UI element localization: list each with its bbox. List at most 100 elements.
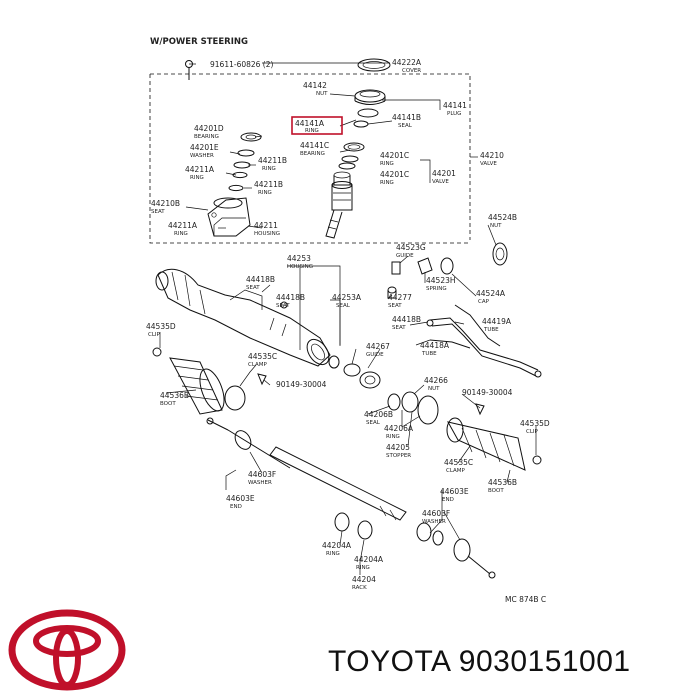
valve-assembly (325, 58, 391, 239)
svg-text:91611-60826 (2): 91611-60826 (2) (210, 60, 274, 69)
rack-and-tie-rods (206, 417, 496, 579)
svg-text:CLIP: CLIP (526, 429, 539, 435)
svg-text:RING: RING (174, 231, 188, 237)
svg-text:VALVE: VALVE (432, 179, 449, 185)
svg-text:44204A: 44204A (354, 555, 384, 564)
svg-text:44267: 44267 (366, 342, 390, 351)
part-caption: TOYOTA 9030151001 (328, 645, 631, 679)
valve-group-frame (149, 73, 471, 244)
svg-text:SEAT: SEAT (151, 209, 165, 215)
svg-text:44141: 44141 (443, 101, 467, 110)
svg-text:44253: 44253 (287, 254, 311, 263)
svg-text:44205: 44205 (386, 443, 410, 452)
svg-text:RING: RING (380, 161, 394, 167)
svg-text:44523G: 44523G (396, 243, 426, 252)
svg-text:CLAMP: CLAMP (248, 362, 268, 368)
svg-text:44141C: 44141C (300, 141, 329, 150)
svg-text:44535C: 44535C (248, 352, 277, 361)
svg-text:90149-30004: 90149-30004 (276, 380, 327, 389)
svg-text:44204: 44204 (352, 575, 376, 584)
svg-text:44211A: 44211A (168, 221, 198, 230)
svg-text:44277: 44277 (388, 293, 412, 302)
feed-tubes (426, 304, 542, 378)
svg-text:BEARING: BEARING (300, 151, 325, 157)
svg-text:BEARING: BEARING (194, 134, 219, 140)
svg-text:SEAT: SEAT (388, 303, 402, 309)
svg-text:44211A: 44211A (185, 165, 215, 174)
svg-text:CAP: CAP (478, 299, 490, 305)
diagram-code: MC 874B C (505, 595, 546, 604)
svg-text:44142: 44142 (303, 81, 327, 90)
svg-text:44524A: 44524A (476, 289, 506, 298)
svg-text:44222A: 44222A (392, 58, 422, 67)
svg-text:TUBE: TUBE (483, 327, 499, 333)
svg-text:RING: RING (356, 565, 370, 571)
svg-text:44603E: 44603E (226, 494, 255, 503)
svg-text:44535D: 44535D (520, 419, 550, 428)
svg-text:44523H: 44523H (426, 276, 456, 285)
bolt (185, 60, 193, 80)
svg-text:WASHER: WASHER (248, 480, 272, 486)
svg-text:44201: 44201 (432, 169, 456, 178)
brand-name: TOYOTA (328, 645, 450, 678)
svg-text:WASHER: WASHER (190, 153, 214, 159)
svg-text:44535C: 44535C (444, 458, 473, 467)
svg-text:VALVE: VALVE (480, 161, 497, 167)
svg-text:SEAT: SEAT (246, 285, 260, 291)
svg-text:44211B: 44211B (258, 156, 287, 165)
svg-text:44201C: 44201C (380, 170, 409, 179)
svg-text:44419A: 44419A (482, 317, 512, 326)
svg-text:44603F: 44603F (422, 509, 450, 518)
svg-text:44210B: 44210B (151, 199, 180, 208)
part-label part-label-highlighted: 44141ARING (295, 119, 325, 134)
svg-text:44206A: 44206A (384, 424, 414, 433)
leader-lines (159, 62, 537, 575)
svg-text:44211B: 44211B (254, 180, 283, 189)
svg-text:CLIP: CLIP (148, 332, 161, 338)
part-number: 9030151001 (458, 645, 631, 678)
svg-text:44206B: 44206B (364, 410, 393, 419)
svg-text:SEAT: SEAT (276, 303, 290, 309)
svg-text:BOOT: BOOT (488, 488, 504, 494)
svg-text:44603F: 44603F (248, 470, 276, 479)
svg-text:CLAMP: CLAMP (446, 468, 466, 474)
svg-text:44418B: 44418B (392, 315, 421, 324)
svg-text:GUIDE: GUIDE (396, 253, 414, 259)
svg-text:44201C: 44201C (380, 151, 409, 160)
svg-text:BOOT: BOOT (160, 401, 176, 407)
part-label: 91611-60826 (2) (210, 60, 274, 69)
svg-text:RING: RING (305, 128, 319, 134)
svg-text:44418A: 44418A (420, 341, 450, 350)
svg-text:RACK: RACK (352, 585, 367, 591)
svg-text:RING: RING (262, 166, 276, 172)
